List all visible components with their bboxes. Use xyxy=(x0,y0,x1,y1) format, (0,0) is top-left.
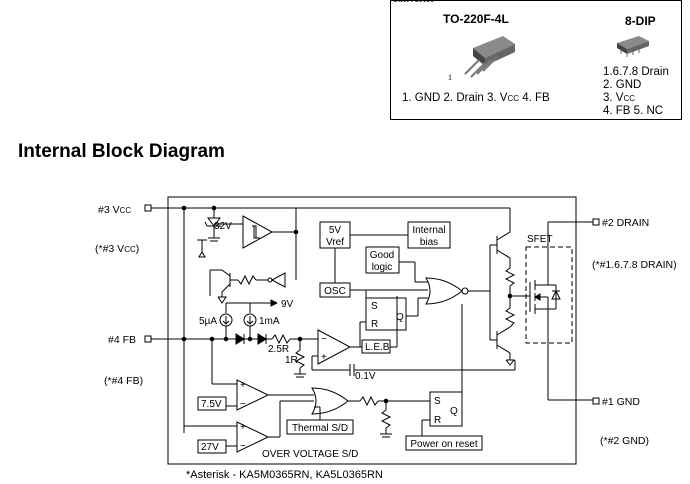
to220-package-name: TO-220F-4L xyxy=(443,12,509,26)
dip8-pin-1: 1.6.7.8 Drain xyxy=(603,66,669,78)
plus-sign: + xyxy=(240,422,246,433)
dip8-pin-3-text: 3. V xyxy=(603,92,624,104)
ovp-label: OVER VOLTAGE S/D xyxy=(262,449,358,460)
source-1ma-label: 1mA xyxy=(259,316,280,327)
dip8-package-icon xyxy=(617,36,649,57)
latch2-s: S xyxy=(434,396,441,407)
sr-latch-protection xyxy=(429,391,463,427)
to220-pin-list: 1. GND 2. Drain 3. VCC 4. FB xyxy=(402,92,550,105)
good-logic-block xyxy=(365,246,400,274)
minus-sign: − xyxy=(240,441,246,452)
pin-gnd-label: #1 GND xyxy=(602,396,640,408)
latch2-q: Q xyxy=(450,406,458,417)
pin-drain-alt-label: (*#1.6.7.8 DRAIN) xyxy=(592,259,677,271)
pin-vcc-label: #3 VCC xyxy=(98,204,131,216)
diode-icon xyxy=(235,333,245,345)
pin-gnd xyxy=(592,397,600,405)
pin-fb-label: #4 FB xyxy=(108,334,136,346)
ref-27v-block xyxy=(197,439,227,454)
dip8-pin-3-sub: CC xyxy=(623,94,636,103)
pin-fb-alt-label: (*#4 FB) xyxy=(104,375,143,387)
bias-line2: bias xyxy=(420,237,438,248)
resistor-1r xyxy=(294,349,306,369)
leb-label: L.E.B xyxy=(365,342,390,353)
dip8-pin-3: 3. VCC xyxy=(603,92,635,105)
osc-label: OSC xyxy=(324,286,346,297)
ovp-comparator-1 xyxy=(236,379,270,411)
to220-pin-one-mark: 1 xyxy=(448,73,452,82)
ref-7-5v-block xyxy=(197,396,227,411)
sfet-label: SFET xyxy=(527,234,553,245)
dip8-pin-4: 4. FB 5. NC xyxy=(603,105,664,117)
power-on-reset-block xyxy=(405,435,483,451)
inverter xyxy=(270,272,286,288)
ground-icon xyxy=(198,251,206,258)
to220-pin-list-sub: CC xyxy=(507,94,520,103)
package-info-box xyxy=(390,0,682,120)
power-on-reset-label: Power on reset xyxy=(410,439,477,450)
footnote: *Asterisk - KA5M0365RN, KA5L0365RN xyxy=(186,469,383,481)
sense-cap-label: 0.1V xyxy=(355,371,376,382)
source-5ua-label: 5µA xyxy=(199,316,217,327)
resistor-2-5r xyxy=(271,333,291,345)
minus-sign: − xyxy=(240,399,246,410)
zener-label: 32V xyxy=(214,221,232,232)
or-gate xyxy=(311,387,349,415)
clipped-heading: converter xyxy=(393,0,435,5)
pin-drain xyxy=(592,218,600,226)
diode-icon xyxy=(257,333,267,345)
section-title: Internal Block Diagram xyxy=(18,141,225,162)
resistor-icon xyxy=(237,274,257,286)
latch1-s: S xyxy=(371,301,378,312)
resistor-icon xyxy=(359,395,379,407)
plus-sign: + xyxy=(321,352,327,363)
chip-outline xyxy=(167,196,577,465)
pin-drain-label: #2 DRAIN xyxy=(602,217,649,229)
to220-package-icon xyxy=(464,36,515,78)
vref-line2: Vref xyxy=(326,237,344,248)
good-logic-line2: logic xyxy=(372,262,393,273)
nor-gate xyxy=(425,277,463,305)
resistor-2-5r-label: 2.5R xyxy=(268,344,289,355)
internal-bias-block xyxy=(407,221,451,249)
zener-diode-icon xyxy=(207,217,221,227)
ovp-comparator-2 xyxy=(236,421,270,453)
pin-vcc-alt-label: (*#3 VCC) xyxy=(95,243,139,255)
to220-pin-list-tail: 4. FB xyxy=(519,92,550,104)
good-logic-line1: Good xyxy=(370,250,394,261)
vref-line1: 5V xyxy=(329,225,342,236)
sr-latch-main xyxy=(365,297,407,331)
uvlo-comparator xyxy=(242,215,274,249)
pin-fb xyxy=(144,335,152,343)
body-diode-icon xyxy=(551,289,561,300)
latch1-q: Q xyxy=(396,312,404,323)
ref-7-5v-label: 7.5V xyxy=(201,399,222,410)
resistor-1r-label: 1R xyxy=(285,355,298,366)
thermal-sd-label: Thermal S/D xyxy=(292,423,348,434)
latch2-r: R xyxy=(434,415,441,426)
minus-sign: − xyxy=(321,334,327,345)
sfet-boundary xyxy=(525,246,573,344)
to220-pin-list-text: 1. GND 2. Drain 3. V xyxy=(402,92,508,104)
dip8-package-name: 8-DIP xyxy=(625,14,656,28)
plus-sign: + xyxy=(240,380,246,391)
pin-gnd-alt-label: (*#2 GND) xyxy=(600,435,649,447)
supply-9v-label: 9V xyxy=(281,299,294,310)
ref-27v-label: 27V xyxy=(201,442,219,453)
latch1-r: R xyxy=(371,319,378,330)
bias-line1: Internal xyxy=(412,225,445,236)
dip8-pin-2: 2. GND xyxy=(603,79,642,91)
pwm-comparator xyxy=(317,329,352,365)
hysteresis-icon xyxy=(252,225,260,239)
pin-vcc xyxy=(144,204,152,212)
